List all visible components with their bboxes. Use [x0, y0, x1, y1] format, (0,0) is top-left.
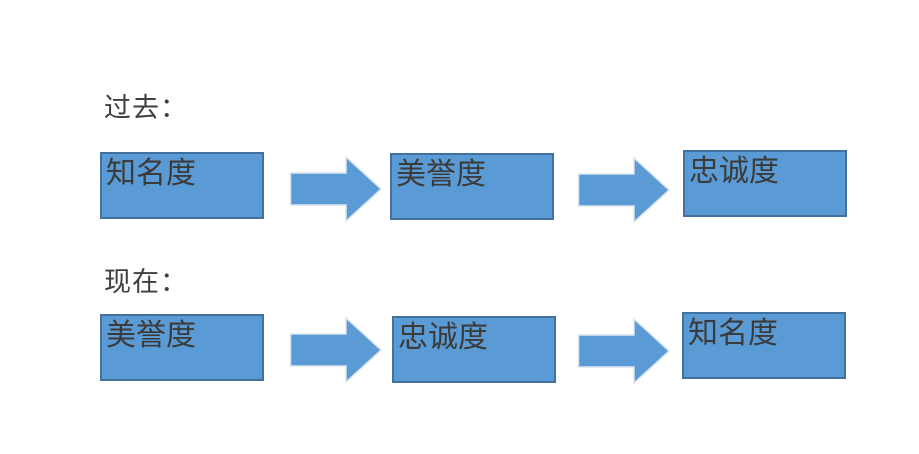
flow-box-label: 知名度	[688, 317, 778, 350]
right-arrow-icon	[289, 155, 383, 223]
flow-box-label: 知名度	[106, 157, 196, 190]
flow-box-label: 美誉度	[396, 158, 486, 191]
flow-box-past-1: 知名度	[100, 152, 264, 219]
section-label-present: 现在：	[104, 267, 188, 297]
flow-box-present-1: 美誉度	[100, 314, 264, 381]
right-arrow-icon	[577, 317, 671, 385]
flow-box-label: 忠诚度	[689, 155, 779, 188]
right-arrow-icon	[289, 316, 383, 384]
flow-box-present-2: 忠诚度	[392, 316, 556, 383]
section-label-past: 过去：	[104, 93, 188, 123]
flow-box-label: 美誉度	[106, 319, 196, 352]
flow-box-label: 忠诚度	[398, 321, 488, 354]
flow-box-past-2: 美誉度	[390, 153, 554, 220]
flow-box-present-3: 知名度	[682, 312, 846, 379]
flow-box-past-3: 忠诚度	[683, 150, 847, 217]
right-arrow-icon	[577, 156, 671, 224]
